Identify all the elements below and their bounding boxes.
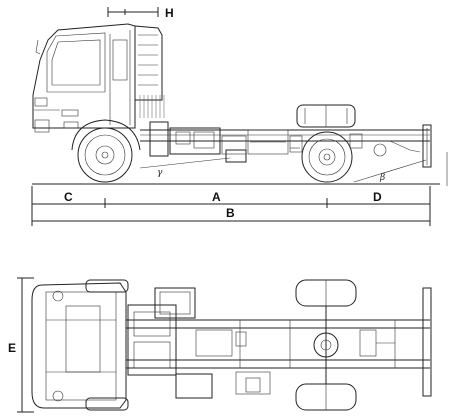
dim-e-marker: E [8, 277, 34, 413]
dim-e-label: E [8, 341, 16, 355]
dim-row-cad: C A D [31, 186, 431, 208]
chassis-frame [140, 124, 432, 168]
truck-cab [32, 23, 165, 133]
dim-d-label: D [373, 190, 382, 204]
side-view: H [31, 6, 448, 226]
dim-row-b: B [31, 206, 431, 226]
frame-rails-top [126, 287, 432, 397]
cab-top [31, 282, 127, 409]
front-wheels-top [85, 279, 129, 411]
dim-c-label: C [64, 190, 73, 204]
dim-h-marker: H [107, 6, 174, 20]
spare-wheel-top [359, 329, 395, 357]
approach-angle: γ [139, 157, 231, 178]
top-view: E [8, 277, 432, 413]
dim-h-label: H [165, 6, 174, 20]
spare-wheel [296, 104, 356, 128]
dim-b-label: B [226, 206, 235, 220]
drivetrain-components [149, 121, 421, 163]
angle-gamma-label: γ [157, 168, 163, 178]
front-wheel [71, 119, 141, 183]
dim-a-label: A [212, 190, 221, 204]
engine-top [127, 287, 271, 399]
angle-beta-label: β [379, 173, 385, 183]
rear-wheels-top [295, 279, 357, 411]
rear-wheel [301, 131, 353, 183]
departure-angle: β [353, 159, 427, 183]
